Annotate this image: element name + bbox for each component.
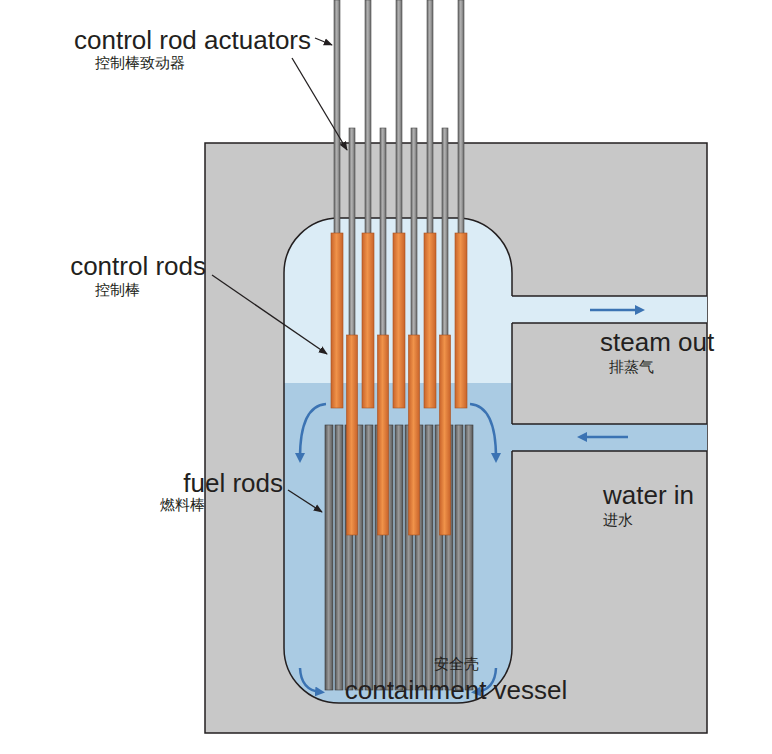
pipe-wall	[510, 423, 707, 425]
flow-label-zh: 排蒸气	[609, 358, 654, 375]
actuator-shaft	[380, 128, 386, 337]
pipe-wall	[510, 450, 707, 452]
control-rod	[347, 335, 358, 535]
control-rod	[331, 233, 343, 408]
circulation-arrow	[300, 404, 326, 458]
control-rod	[393, 233, 405, 408]
control-rod	[378, 335, 389, 535]
control-rod	[440, 335, 451, 535]
fuel-rod	[365, 425, 373, 690]
flow-label-zh: 进水	[603, 511, 633, 528]
fuel-rod	[465, 425, 473, 690]
part-label: control rods	[70, 252, 206, 282]
leader-line	[212, 275, 327, 354]
leader-line	[288, 490, 322, 512]
actuator-shaft	[427, 0, 433, 235]
vessel-wall	[284, 218, 512, 703]
control-rod	[362, 233, 374, 408]
actuator-shaft	[458, 0, 464, 235]
fuel-rod	[325, 425, 333, 690]
control-rod	[455, 233, 467, 408]
pipe-wall	[510, 322, 707, 324]
circulation-arrow	[470, 404, 496, 458]
actuator-shaft	[365, 0, 371, 235]
flow-arrow	[590, 309, 640, 312]
control-rod	[424, 233, 436, 408]
pipe-opening	[508, 297, 516, 322]
fuel-rod	[425, 425, 433, 690]
vessel-label-zh: 安全壳	[434, 655, 479, 672]
flow-label: steam out	[600, 328, 714, 358]
leader-line	[292, 58, 347, 150]
part-label: control rod actuators	[74, 26, 311, 56]
containment-housing	[205, 143, 707, 733]
water-pipe	[505, 424, 707, 451]
containment-vessel: 安全壳 containment vessel	[205, 143, 707, 733]
part-label-zh: 控制棒致动器	[95, 54, 185, 71]
leader-line	[315, 38, 332, 45]
pipe-opening	[508, 425, 516, 450]
steam-pipe	[505, 296, 707, 323]
fuel-rod	[335, 425, 343, 690]
flow-arrow	[582, 436, 628, 439]
part-label: fuel rods	[183, 469, 283, 499]
water-space	[284, 383, 512, 703]
pipe-wall	[510, 295, 707, 297]
control-rod	[409, 335, 420, 535]
part-label-zh: 控制棒	[95, 281, 140, 298]
vessel-interior	[284, 218, 512, 703]
flow-label: water in	[603, 481, 694, 511]
actuator-shaft	[442, 128, 448, 337]
actuator-shaft	[411, 128, 417, 337]
actuator-shaft	[334, 0, 340, 235]
fuel-rod	[395, 425, 403, 690]
part-label-zh: 燃料棒	[160, 496, 205, 513]
fuel-rod	[455, 425, 463, 690]
actuator-shaft	[396, 0, 402, 235]
vessel-label: containment vessel	[345, 676, 568, 706]
rod-bundle	[325, 0, 473, 690]
circulation-arrow	[300, 668, 320, 692]
actuator-shaft	[349, 128, 355, 337]
